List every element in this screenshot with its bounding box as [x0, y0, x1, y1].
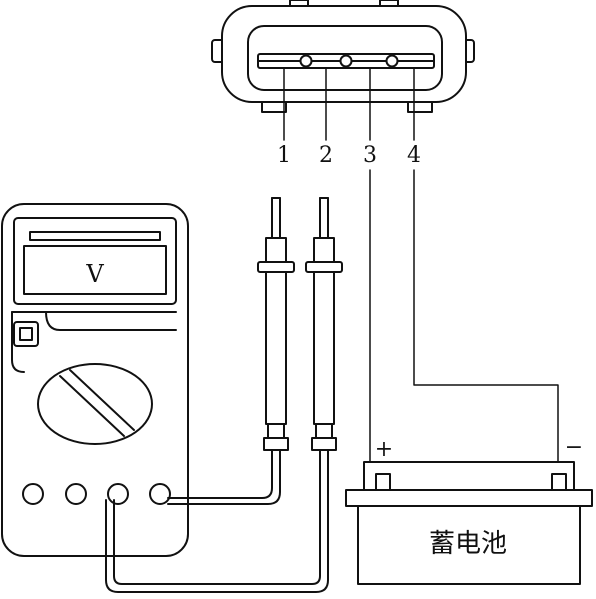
battery-positive-sign: + — [375, 437, 393, 462]
lcd-screen — [23, 245, 167, 295]
input-jack-v[interactable] — [149, 483, 171, 505]
pin-hole — [339, 54, 353, 68]
battery-label: 蓄电池 — [429, 529, 507, 559]
connector — [211, 0, 475, 113]
positive-terminal — [375, 473, 391, 491]
pin-label-3: 3 — [363, 143, 377, 168]
pin-leaders — [283, 67, 415, 141]
probe-right — [305, 197, 343, 451]
battery-wires — [369, 169, 559, 466]
pin-label-1: 1 — [277, 143, 291, 168]
input-jack[interactable] — [65, 483, 87, 505]
probe-lead-left — [167, 449, 281, 505]
battery — [345, 461, 593, 585]
input-jack-com[interactable] — [107, 483, 129, 505]
probe-left — [257, 197, 295, 451]
probe-lead-right — [105, 449, 329, 593]
negative-terminal — [551, 473, 567, 491]
rotary-selector-knob[interactable] — [37, 363, 153, 445]
pin-label-4: 4 — [407, 143, 421, 168]
multimeter-display-value: V — [85, 260, 104, 288]
pin-hole — [385, 54, 399, 68]
power-button-inner — [19, 327, 33, 341]
input-jack[interactable] — [22, 483, 44, 505]
battery-negative-sign: − — [565, 435, 583, 460]
multimeter — [1, 203, 189, 557]
power-button[interactable] — [13, 321, 39, 347]
pin-label-2: 2 — [319, 143, 333, 168]
pin-hole — [299, 54, 313, 68]
